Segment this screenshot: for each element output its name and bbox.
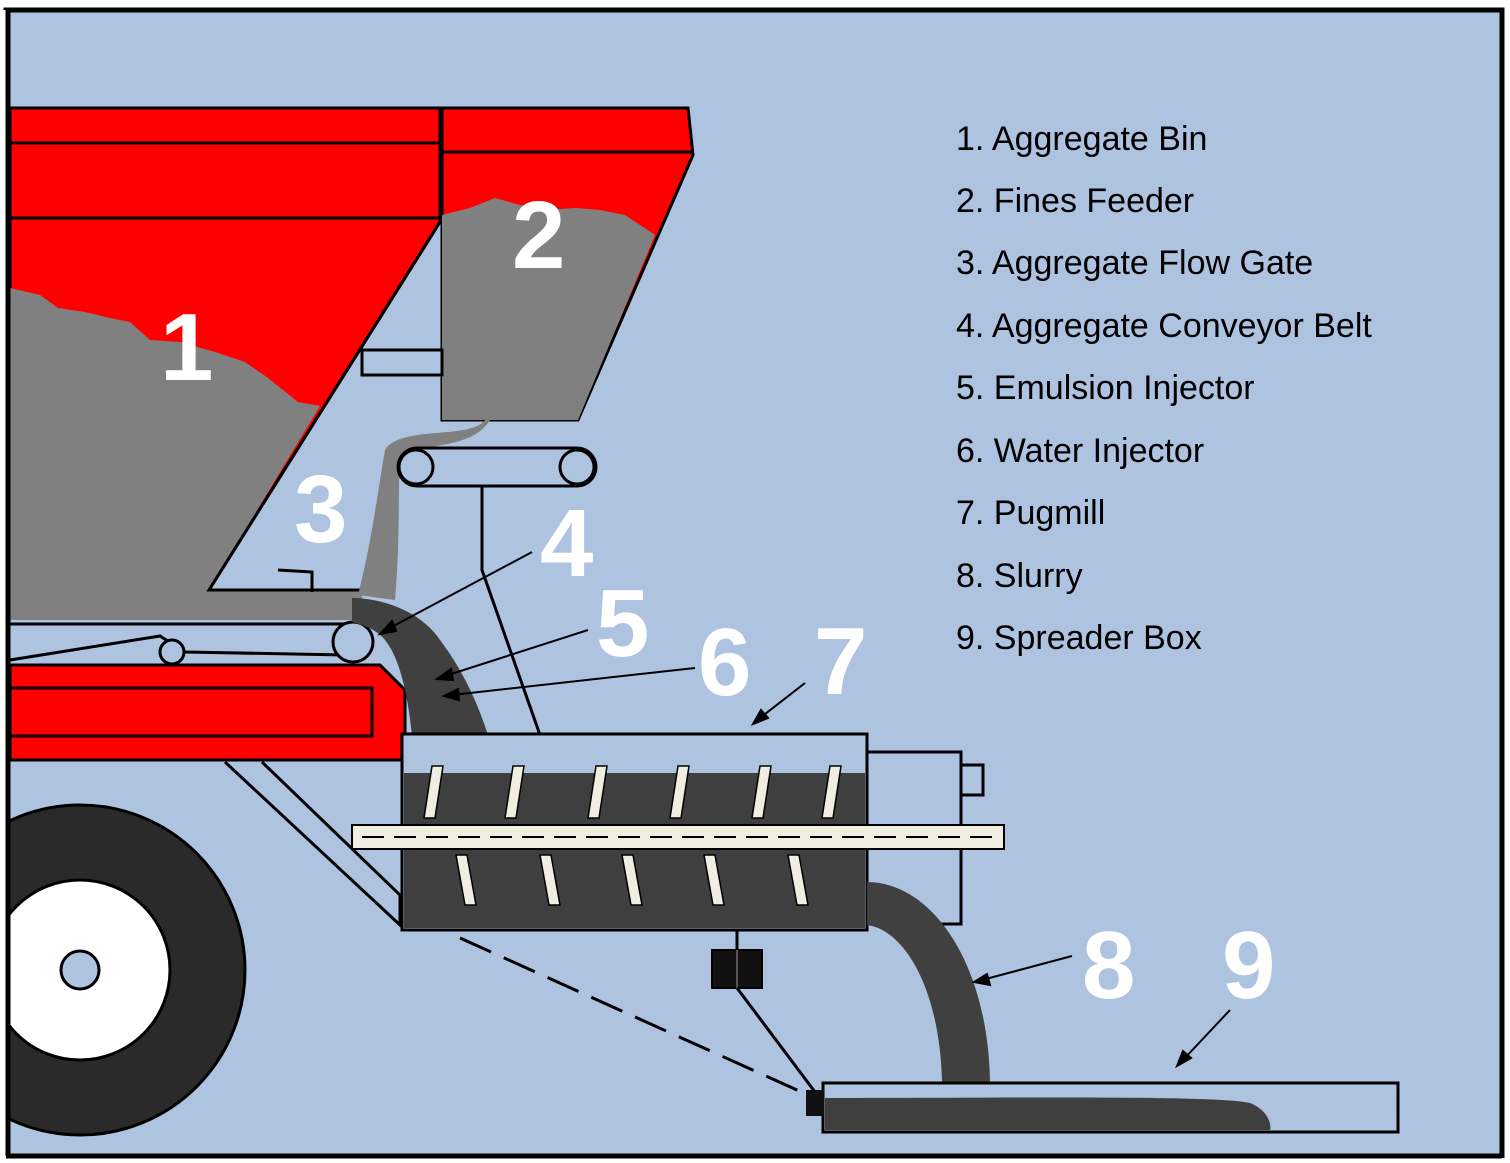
spreader-box-slurry — [825, 1097, 1271, 1130]
arrow-9 — [1182, 1009, 1231, 1061]
arrow-7 — [759, 682, 806, 719]
pugmill-paddles-lower — [455, 854, 809, 906]
arrow-4 — [385, 551, 533, 631]
pugmill-paddles-upper — [423, 765, 842, 819]
legend-item-6: 6. Water Injector — [956, 432, 1204, 470]
spreader-linkage — [735, 987, 817, 1093]
frame-bottom-mask — [0, 1158, 1510, 1163]
pugmill-motor-cap — [959, 763, 985, 797]
legend-item-3: 3. Aggregate Flow Gate — [956, 244, 1313, 282]
legend-item-9: 9. Spreader Box — [956, 619, 1202, 657]
aggregate-bin — [8, 106, 442, 620]
aggregate-bin-lower-body — [10, 590, 362, 620]
bin-bracket — [360, 348, 444, 377]
callout-3: 3 — [294, 456, 347, 563]
callout-8: 8 — [1082, 912, 1135, 1019]
aggregate-flow-gate — [277, 568, 314, 592]
callout-2: 2 — [512, 182, 565, 289]
fines-feeder — [440, 106, 695, 422]
arrow-5 — [444, 629, 589, 677]
callout-7: 7 — [814, 608, 867, 715]
fines-conveyor — [396, 446, 598, 488]
callout-6: 6 — [698, 609, 751, 716]
legend-item-2: 2. Fines Feeder — [956, 182, 1194, 220]
slurry-hose — [867, 882, 990, 1082]
callout-5: 5 — [596, 570, 649, 677]
spreader-box-hitch — [806, 1090, 824, 1116]
pugmill — [351, 732, 1005, 932]
callout-9: 9 — [1222, 912, 1275, 1019]
aggregate-bin-fill — [10, 288, 320, 590]
chassis-strut — [223, 760, 402, 929]
legend-item-4: 4. Aggregate Conveyor Belt — [956, 307, 1372, 345]
wheel — [0, 803, 247, 1137]
legend-item-8: 8. Slurry — [956, 557, 1083, 595]
legend-item-1: 1. Aggregate Bin — [956, 120, 1207, 158]
aggregate-conveyor-belt — [9, 620, 375, 666]
hub — [59, 949, 101, 991]
feeder-support-strut — [480, 486, 542, 736]
legend: 1. Aggregate Bin 2. Fines Feeder 3. Aggr… — [956, 120, 1372, 657]
spreader-tow-chain — [459, 936, 809, 1097]
fines-feeder-fill — [442, 198, 655, 420]
frame-left-mask — [0, 10, 8, 1160]
fines-stream — [358, 420, 490, 600]
aggregate-chute — [352, 598, 500, 775]
callout-4: 4 — [540, 490, 593, 597]
spreader-box — [806, 1081, 1400, 1134]
legend-item-7: 7. Pugmill — [956, 494, 1105, 532]
legend-item-5: 5. Emulsion Injector — [956, 369, 1255, 407]
arrow-6 — [451, 667, 696, 696]
arrow-8 — [981, 955, 1073, 981]
callouts: 1 2 3 4 5 6 7 8 9 — [160, 182, 1275, 1019]
leader-arrows — [377, 551, 1231, 1069]
callout-1: 1 — [160, 294, 213, 401]
lower-frame-panel — [8, 686, 374, 738]
